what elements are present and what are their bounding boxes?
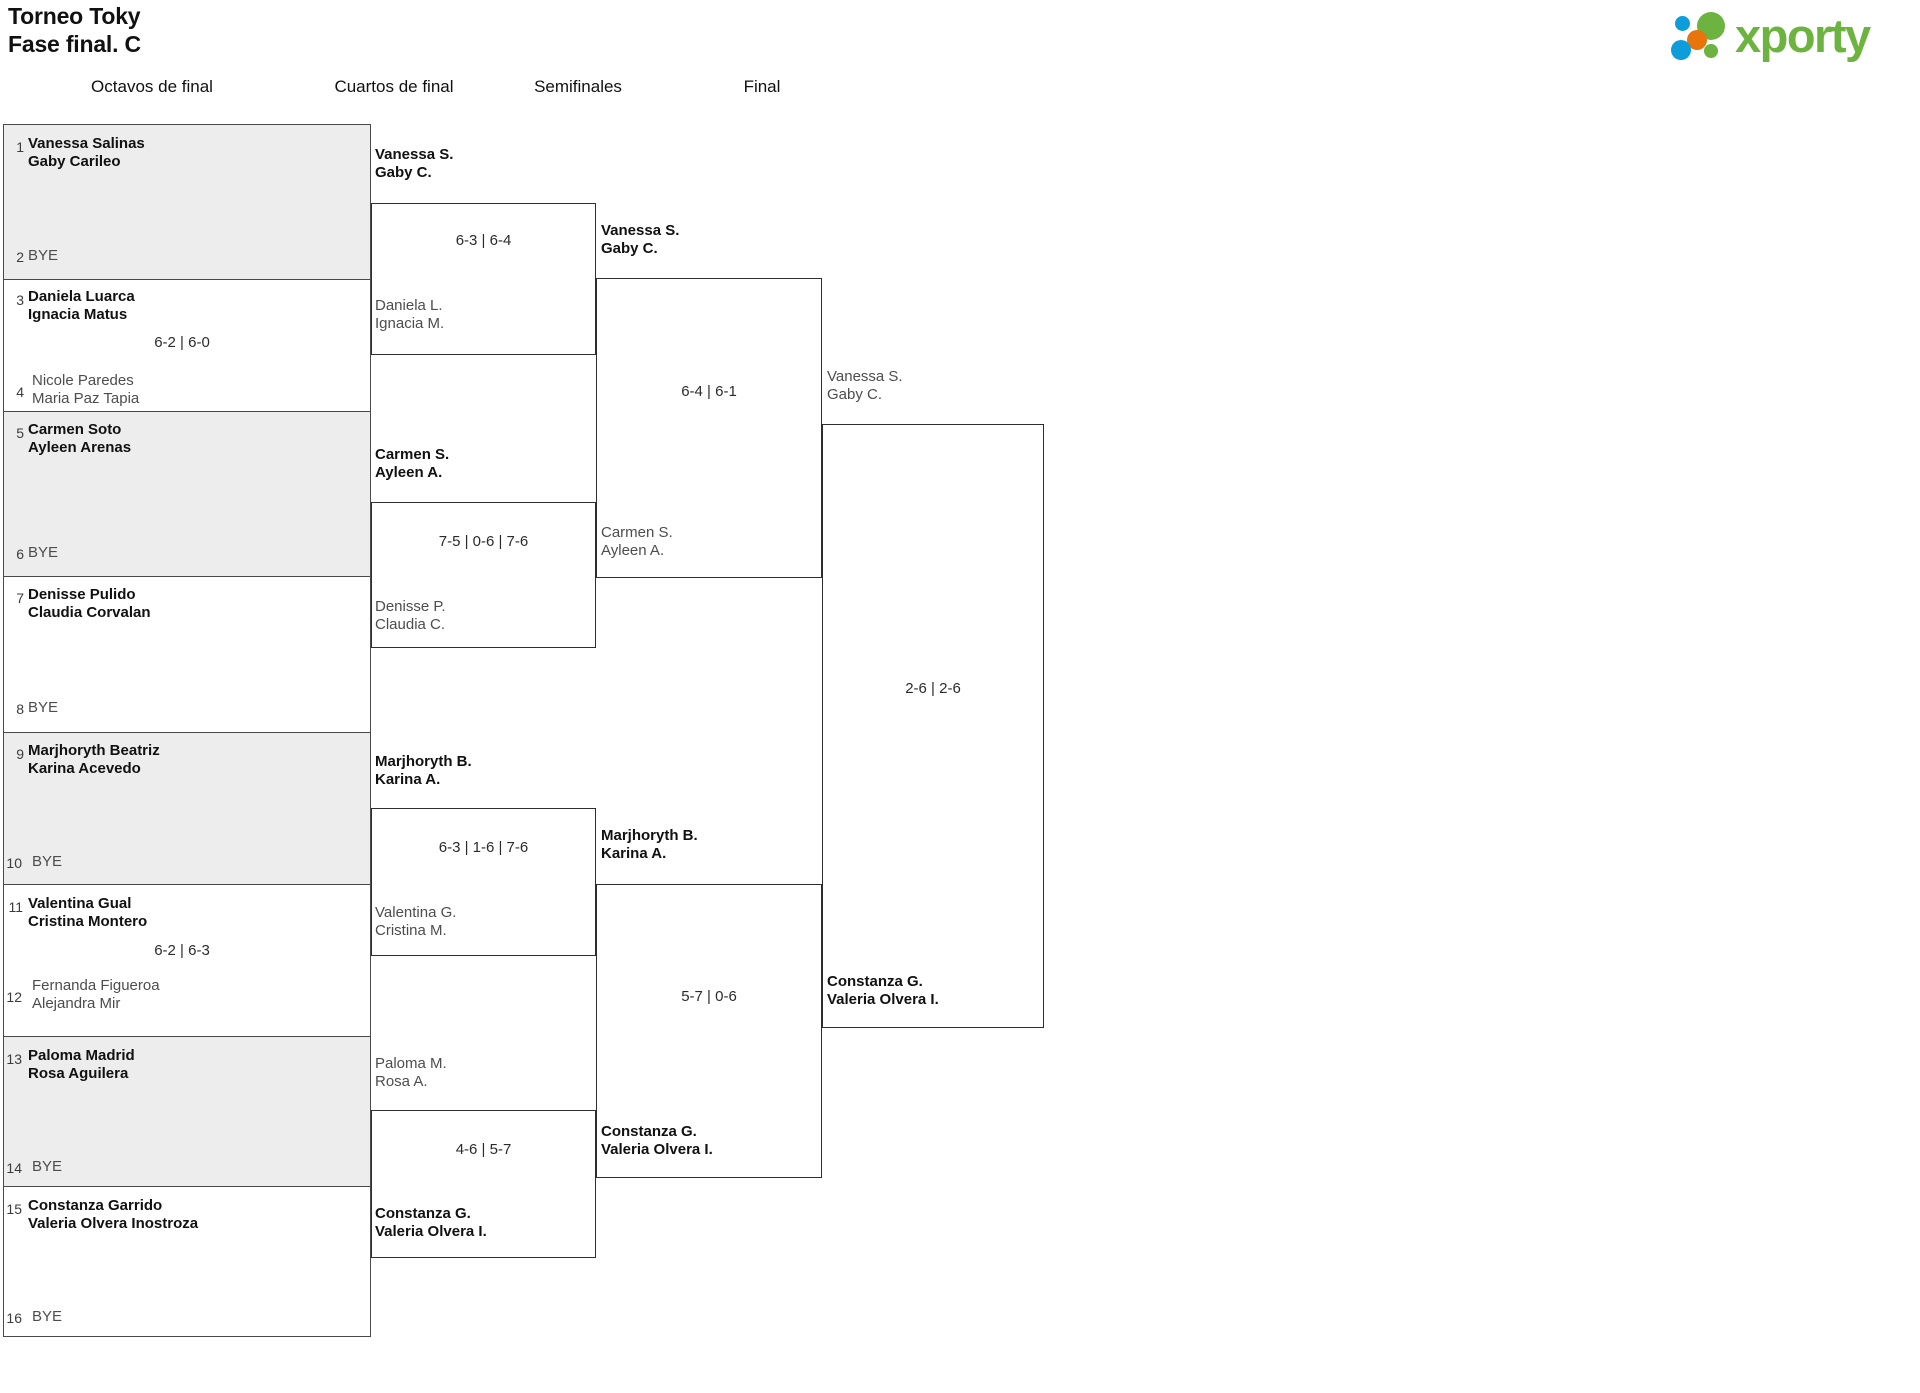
seed-number: 4 [16,384,24,400]
seed-number: 2 [16,249,24,265]
qf3-player-pair-top: Marjhoryth B.Karina A. [375,753,472,788]
logo-dot-blue-bottom [1671,40,1691,60]
round-header-final: Final [743,77,781,96]
seed-number: 6 [16,546,24,562]
sf1-match-score: 6-4 | 6-1 [681,383,737,400]
qf1-match-score: 6-3 | 6-4 [455,232,512,249]
qf4-player-pair-bottom: Constanza G.Valeria Olvera I. [375,1205,487,1240]
final-match-score: 2-6 | 2-6 [905,680,961,697]
logo-dot-orange [1687,30,1707,50]
qf-connector-4 [371,1110,596,1258]
qf-connector-3 [371,808,596,956]
seed-number: 12 [6,989,22,1005]
qf2-player-pair-top: Carmen S.Ayleen A. [375,446,450,481]
qf3-player-pair-bottom: Valentina G.Cristina M. [375,904,457,939]
seed-number: 11 [8,899,23,915]
qf-connector-1 [371,203,596,355]
qf1-player-pair-top: Vanessa S.Gaby C. [375,146,454,181]
round-header-semis: Semifinales [534,77,622,96]
qf3-match-score: 6-3 | 1-6 | 7-6 [438,839,529,856]
qf-connector-2 [371,502,596,648]
bye-label: BYE [28,699,59,716]
sf1-player-pair-bottom: Carmen S.Ayleen A. [601,524,673,559]
sf-connector-2 [596,884,822,1178]
tournament-name: Torneo Toky [8,3,141,29]
round-header-octavos: Octavos de final [91,77,213,96]
logo-dot-blue-top [1675,16,1690,31]
xporty-logo: xporty [1671,8,1906,64]
bye-label: BYE [32,1158,63,1175]
page-header: Torneo Toky Fase final. C xporty [0,0,1920,72]
sf2-player-pair-top: Marjhoryth B.Karina A. [601,827,698,862]
logo-dot-green-small [1704,44,1718,58]
seed-number: 3 [16,292,24,308]
seed-number: 10 [6,855,22,871]
round-header-cuartos: Cuartos de final [334,77,454,96]
sf2-player-pair-bottom: Constanza G.Valeria Olvera I. [601,1123,713,1158]
final-player-pair-top: Vanessa S.Gaby C. [827,368,903,403]
seed-number: 8 [16,701,24,717]
logo-dots [1671,12,1739,60]
sf1-player-pair-top: Vanessa S.Gaby C. [601,222,680,257]
qf1-player-pair-bottom: Daniela L.Ignacia M. [375,297,445,332]
qf4-match-score: 4-6 | 5-7 [455,1141,512,1158]
sf2-match-score: 5-7 | 0-6 [681,988,737,1005]
qf4-player-pair-top: Paloma M.Rosa A. [375,1055,447,1090]
bye-label: BYE [28,247,59,264]
bye-label: BYE [28,544,59,561]
seed-number: 9 [16,746,24,762]
match-score: 6-2 | 6-0 [154,334,210,351]
seed-number: 1 [16,139,24,155]
final-player-pair-bottom: Constanza G.Valeria Olvera I. [827,973,939,1008]
bye-label: BYE [32,853,63,870]
match-score: 6-2 | 6-3 [154,942,210,959]
seed-number: 7 [16,590,24,606]
tournament-phase: Fase final. C [8,31,141,57]
seed-number: 15 [6,1201,22,1217]
seed-number: 5 [16,425,24,441]
seed-number: 16 [6,1310,22,1326]
bye-label: BYE [32,1308,63,1325]
title-block: Torneo Toky Fase final. C [8,2,141,58]
qf2-player-pair-bottom: Denisse P.Claudia C. [375,598,446,633]
logo-wordmark: xporty [1735,9,1871,62]
qf2-match-score: 7-5 | 0-6 | 7-6 [438,533,529,550]
seed-number: 14 [6,1160,22,1176]
seed-number: 13 [6,1051,22,1067]
sf-connector-1 [596,278,822,578]
final-connector [822,424,1044,1028]
